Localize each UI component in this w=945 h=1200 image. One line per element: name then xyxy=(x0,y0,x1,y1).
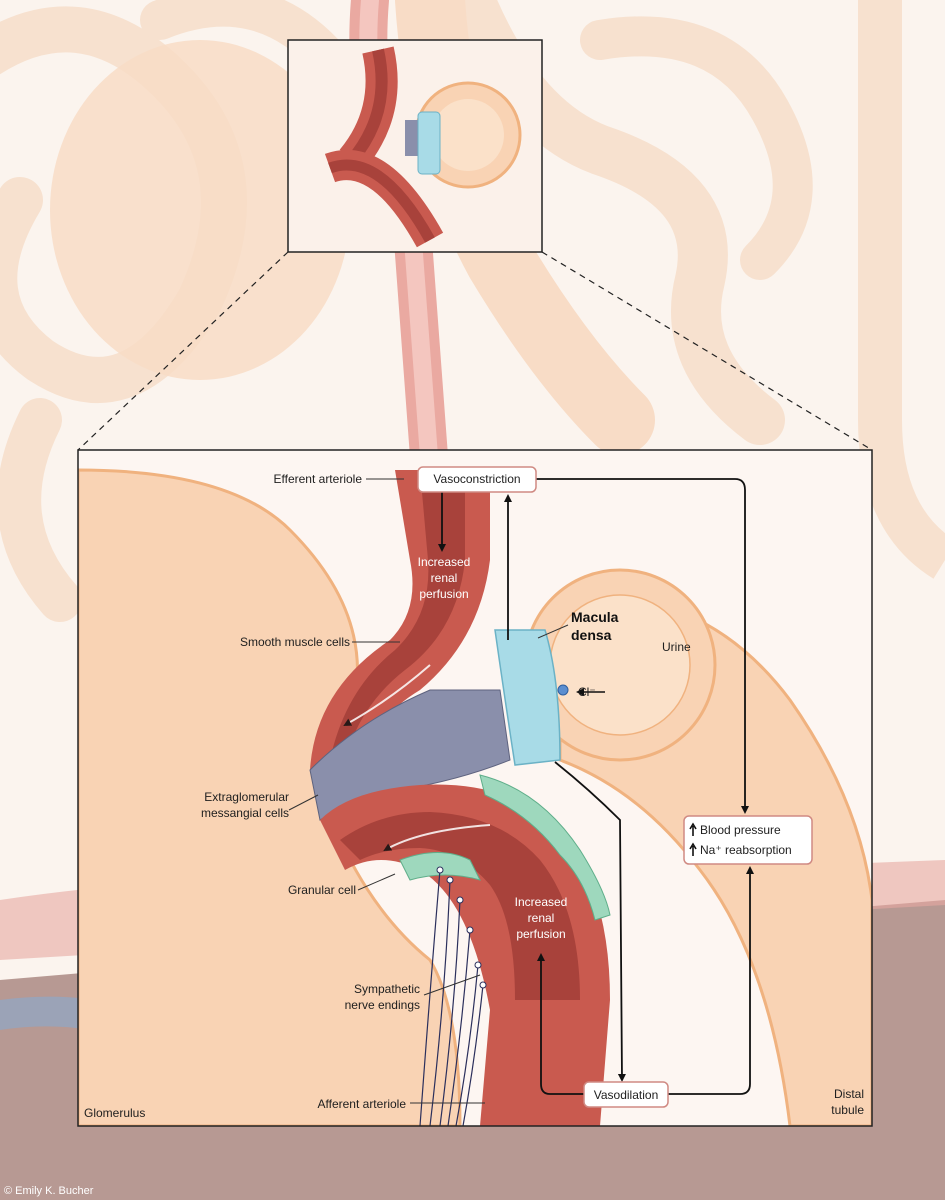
label-increased-renal-perfusion-bottom-1: Increased xyxy=(515,895,568,909)
label-sympathetic-1: Sympathetic xyxy=(354,982,420,996)
label-na-reabsorption: Na⁺ reabsorption xyxy=(700,843,792,857)
label-macula-1: Macula xyxy=(571,609,619,625)
label-distal-1: Distal xyxy=(834,1087,864,1101)
zoom-line-right xyxy=(541,251,873,451)
label-granular-cell: Granular cell xyxy=(288,883,356,897)
label-sympathetic-2: nerve endings xyxy=(345,998,420,1012)
label-urine: Urine xyxy=(662,640,691,654)
label-efferent-arteriole: Efferent arteriole xyxy=(274,472,363,486)
label-blood-pressure: Blood pressure xyxy=(700,823,781,837)
label-increased-renal-perfusion-bottom-2: renal xyxy=(528,911,555,925)
label-smooth-muscle-cells: Smooth muscle cells xyxy=(240,635,350,649)
label-increased-renal-perfusion-top-1: Increased xyxy=(418,555,471,569)
zoom-line-left xyxy=(77,251,289,451)
label-increased-renal-perfusion-bottom-3: perfusion xyxy=(516,927,565,941)
label-distal-2: tubule xyxy=(831,1103,864,1117)
label-afferent-arteriole: Afferent arteriole xyxy=(318,1097,407,1111)
blood-flow-arrows xyxy=(343,664,491,851)
overview-box xyxy=(287,39,543,253)
pointer-lines xyxy=(288,478,569,1104)
chloride-ion-icon xyxy=(557,684,569,696)
label-vasodilation: Vasodilation xyxy=(594,1088,659,1102)
label-glomerulus: Glomerulus xyxy=(84,1106,145,1120)
label-chloride: Cl⁻ xyxy=(578,685,596,699)
label-vasoconstriction: Vasoconstriction xyxy=(433,472,520,486)
vasoconstriction-box xyxy=(417,466,537,493)
detail-inset xyxy=(77,449,873,1127)
copyright-credit: © Emily K. Bucher xyxy=(4,1185,94,1197)
systemic-effects-box xyxy=(683,815,813,865)
vasodilation-box xyxy=(583,1081,669,1108)
label-increased-renal-perfusion-top-3: perfusion xyxy=(419,587,468,601)
label-extraglomerular-2: messangial cells xyxy=(201,806,289,820)
up-arrow-icon xyxy=(689,842,697,856)
label-macula-2: densa xyxy=(571,627,612,643)
label-increased-renal-perfusion-top-2: renal xyxy=(431,571,458,585)
flow-arrows xyxy=(438,478,754,1095)
label-extraglomerular-1: Extraglomerular xyxy=(204,790,289,804)
up-arrow-icon xyxy=(689,822,697,836)
